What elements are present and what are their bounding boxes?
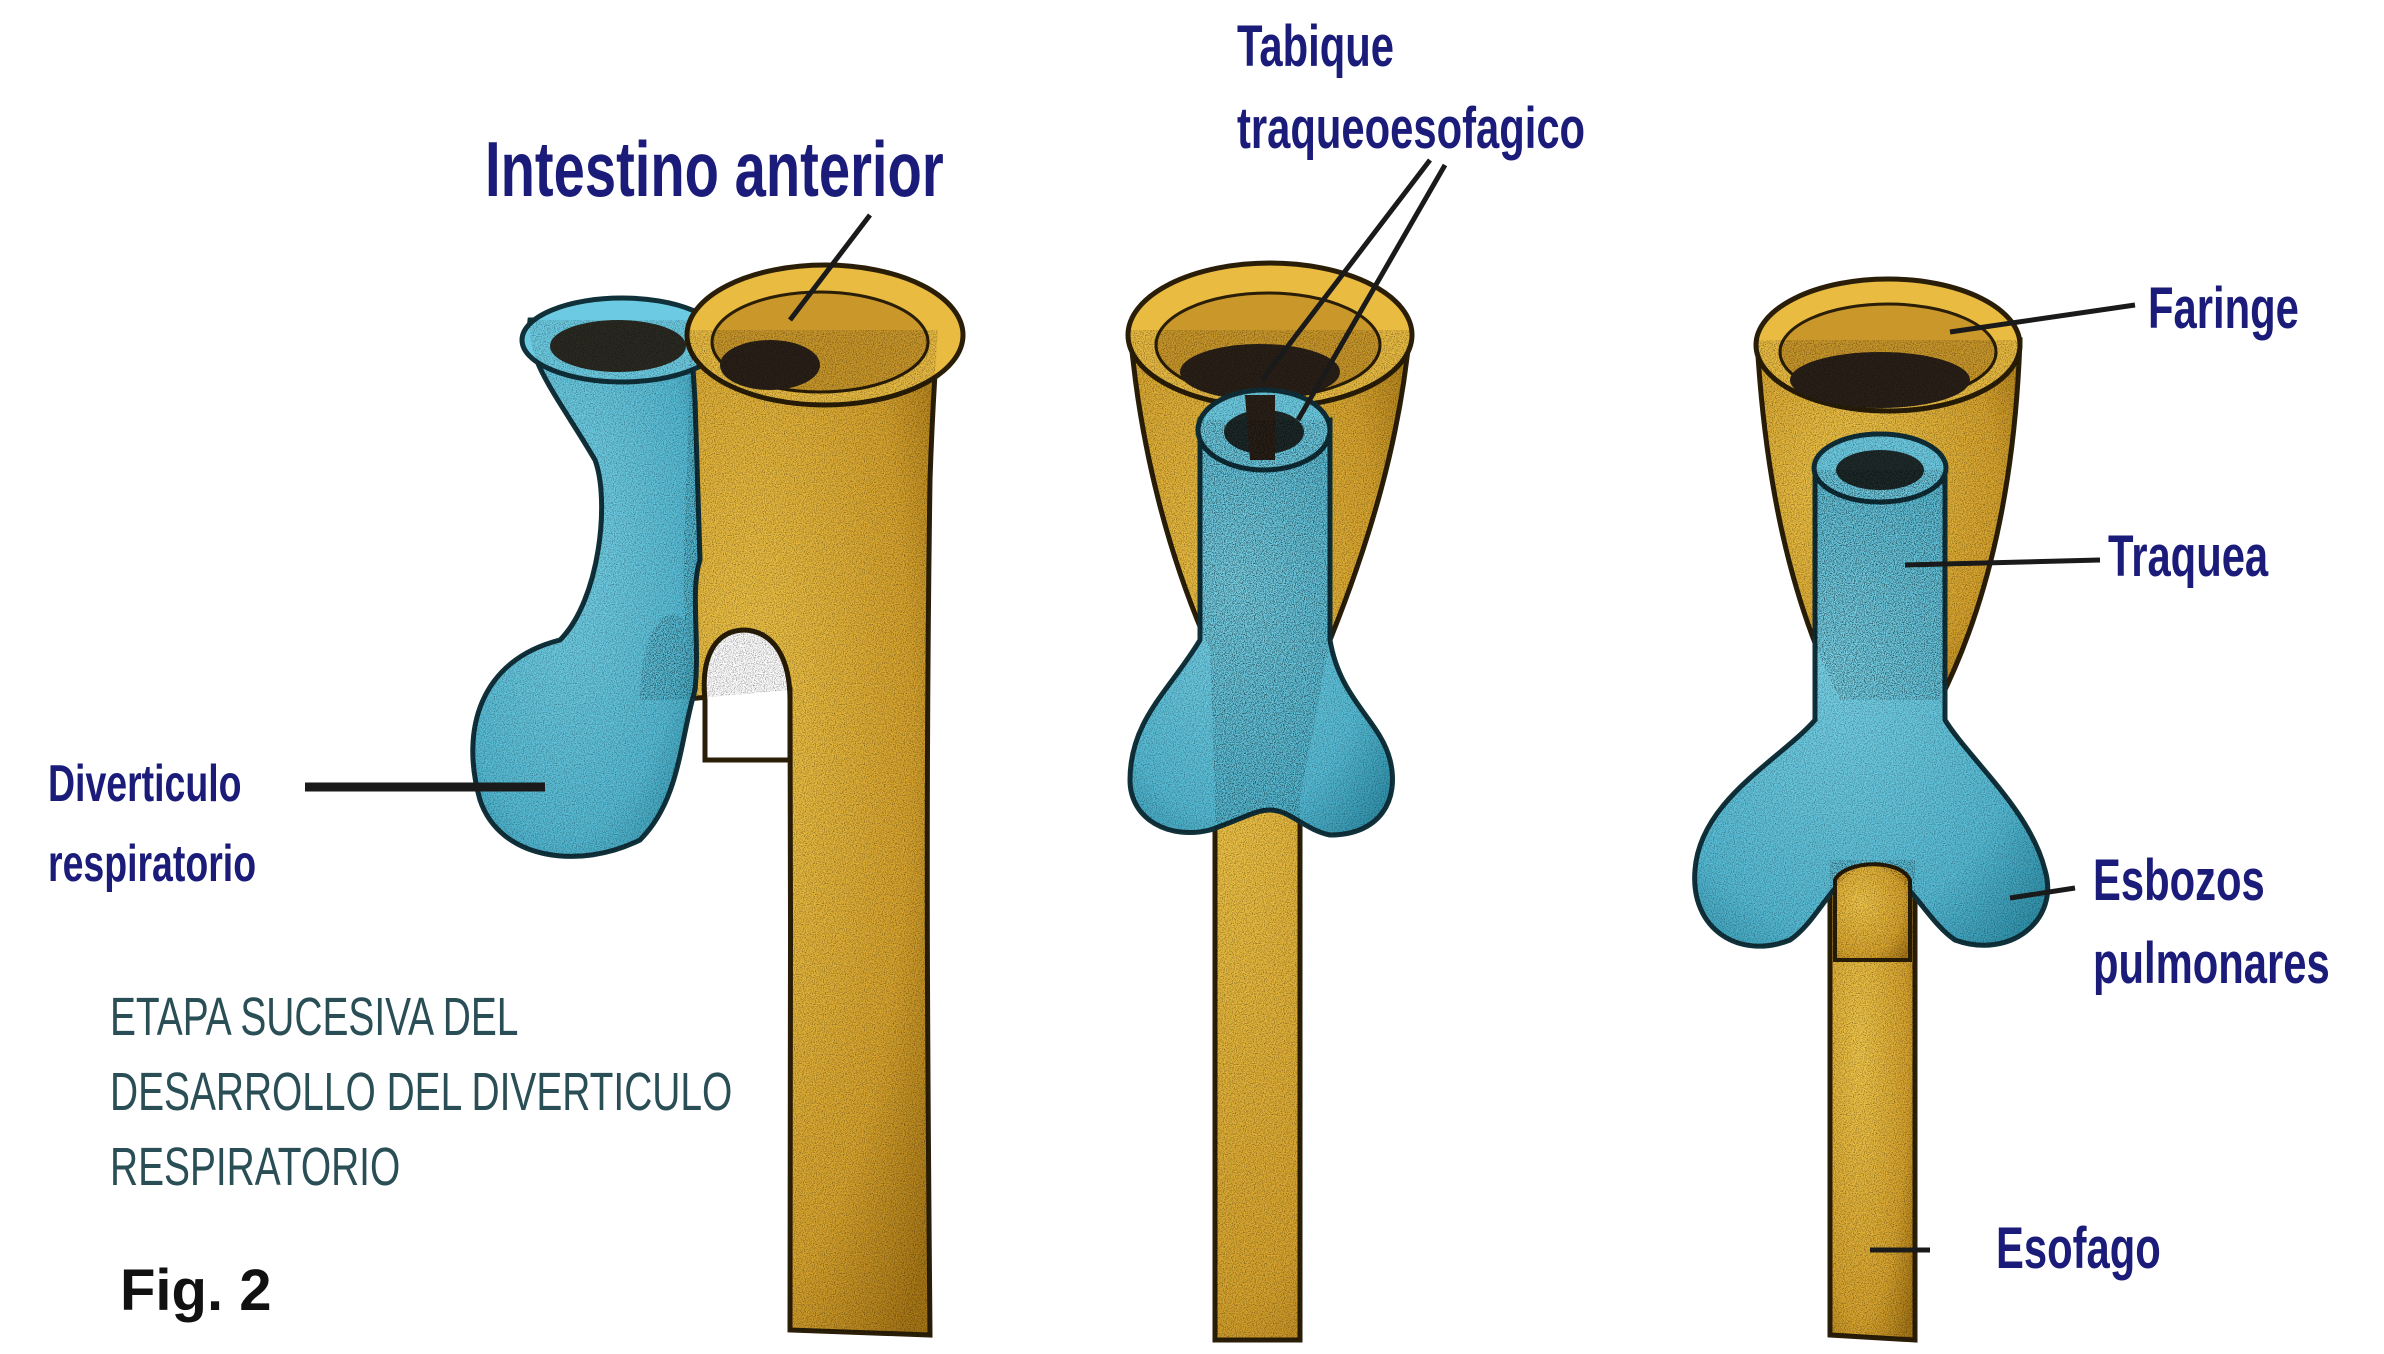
label-faringe: Faringe [2148, 280, 2299, 338]
label-tabique-line1: Tabique [1237, 18, 1394, 76]
caption-line1: ETAPA SUCESIVA DEL [110, 990, 518, 1044]
label-intestino-anterior: Intestino anterior [485, 130, 944, 208]
label-traquea: Traquea [2108, 528, 2268, 586]
caption-line3: RESPIRATORIO [110, 1140, 400, 1194]
stage-1-structure [473, 265, 963, 1335]
label-tabique-line2: traqueoesofagico [1237, 100, 1585, 158]
figure-number: Fig. 2 [120, 1262, 271, 1320]
label-esbozos-line2: pulmonares [2093, 935, 2330, 993]
label-diverticulo-line1: Diverticulo [48, 758, 241, 810]
label-esofago: Esofago [1996, 1220, 2161, 1278]
label-esbozos-line1: Esbozos [2093, 852, 2265, 910]
stage-3-structure [1695, 279, 2048, 1340]
stage-2-structure [1128, 263, 1412, 1340]
label-diverticulo-line2: respiratorio [48, 838, 256, 890]
caption-line2: DESARROLLO DEL DIVERTICULO [110, 1065, 732, 1119]
